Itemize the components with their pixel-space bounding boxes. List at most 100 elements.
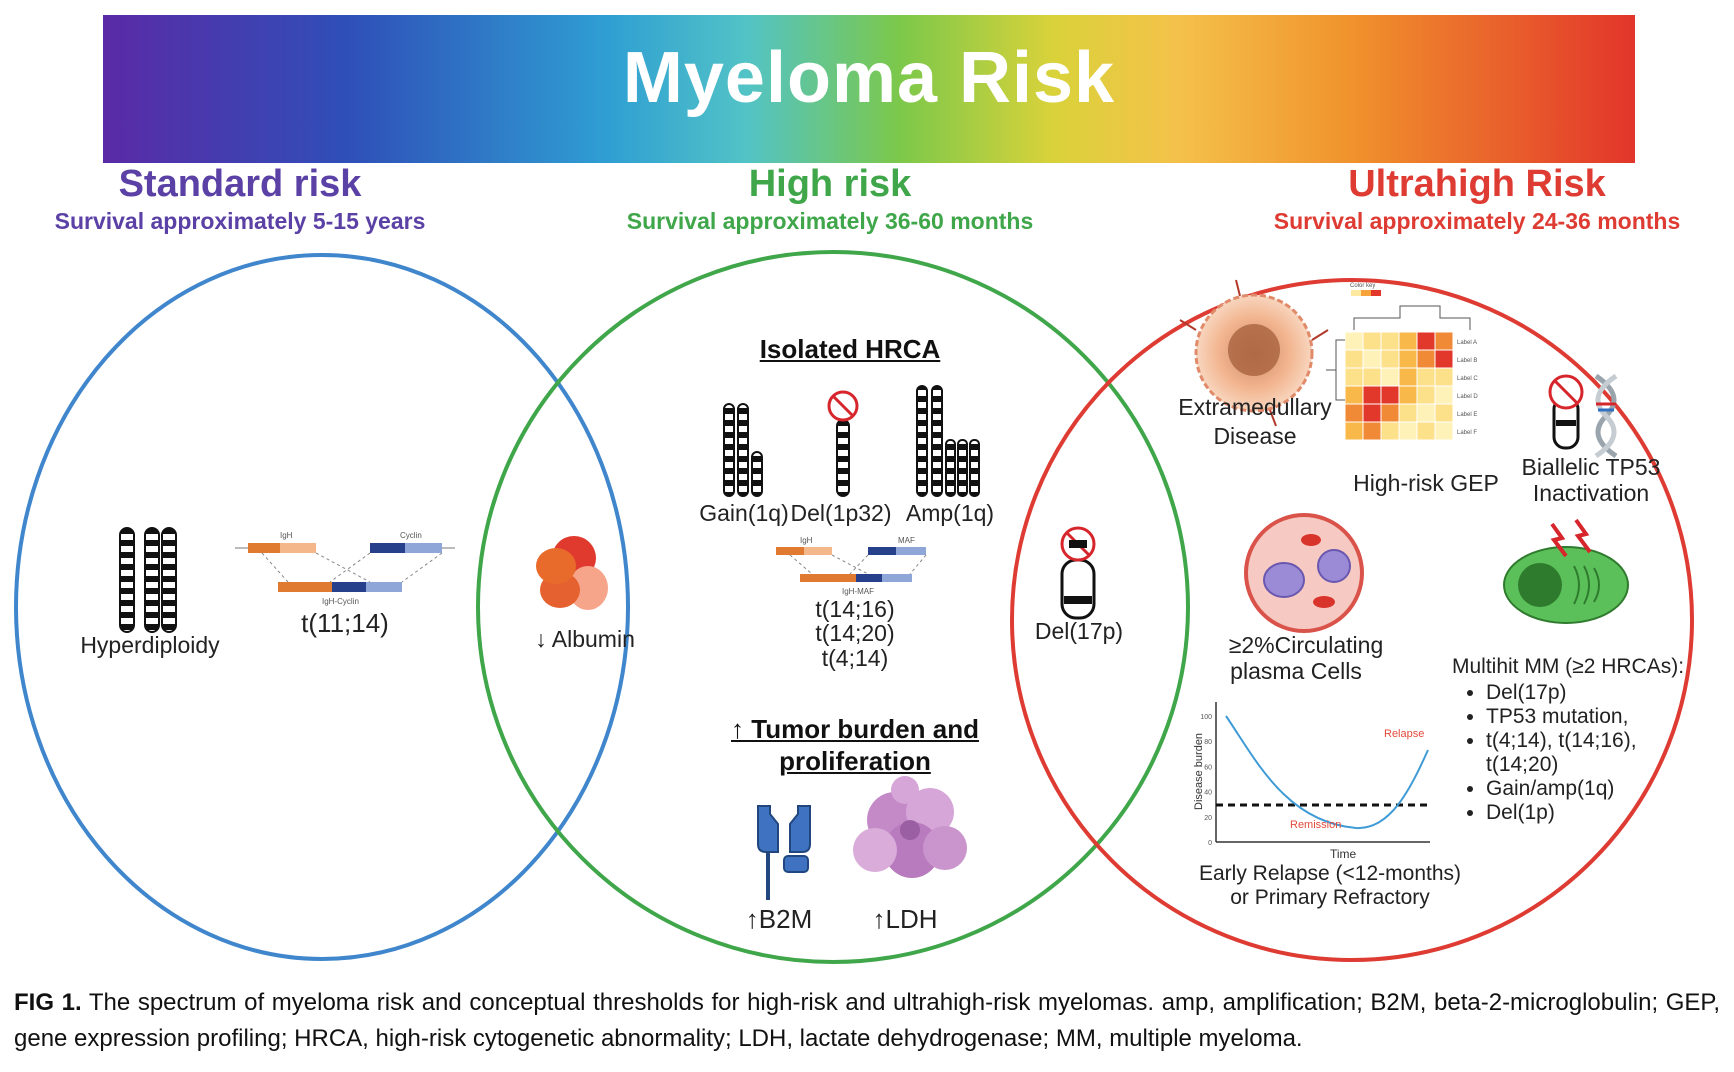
relapse-chart-ytick: 40 xyxy=(1204,790,1212,797)
multihit-list: Multihit MM (≥2 HRCAs): Del(17p) TP53 mu… xyxy=(1452,655,1684,825)
heatmap-row-label: Label C xyxy=(1457,376,1478,382)
multihit-title: Multihit MM (≥2 HRCAs): xyxy=(1452,655,1685,678)
hyperdiploidy-chromosomes-icon xyxy=(119,527,177,633)
t11-14-cyclin-label: Cyclin xyxy=(400,531,422,540)
heatmap-cell xyxy=(1434,421,1454,441)
heatmap-cell xyxy=(1416,421,1436,441)
igh-maf-fusion-icon: IgH MAF IgH-MAF xyxy=(776,536,927,596)
tp53-label-line2: Inactivation xyxy=(1532,480,1650,506)
circulating-label-line2: plasma Cells xyxy=(1230,658,1362,684)
high-risk-header: High risk Survival approximately 36-60 m… xyxy=(580,163,1080,235)
relapse-chart-remission-label: Remission xyxy=(1290,819,1341,831)
heatmap-row-label: Label B xyxy=(1457,358,1477,364)
del-17p-label: Del(17p) xyxy=(1034,618,1124,644)
heatmap-cell xyxy=(1398,367,1418,387)
multihit-item: t(4;14), t(14;16), xyxy=(1486,729,1684,753)
relapse-chart-relapse-label: Relapse xyxy=(1384,728,1424,740)
ultrahigh-risk-header: Ultrahigh Risk Survival approximately 24… xyxy=(1220,163,1734,235)
b2m-label: ↑B2M xyxy=(745,904,813,934)
heatmap-cell xyxy=(1434,403,1454,423)
multihit-item: TP53 mutation, xyxy=(1486,705,1684,729)
relapse-chart-ytick: 80 xyxy=(1204,739,1212,746)
del-17p-chromosome-icon xyxy=(1060,526,1096,620)
b2m-receptor-icon xyxy=(757,805,811,900)
standard-risk-header: Standard risk Survival approximately 5-1… xyxy=(0,163,480,235)
del-1p32-chromosome-icon xyxy=(827,390,859,497)
circulating-plasma-cells-icon xyxy=(1244,513,1364,633)
t11-14-fusion-icon: IgH Cyclin IgH-Cyclin xyxy=(235,531,455,606)
figure-caption: FIG 1. The spectrum of myeloma risk and … xyxy=(14,985,1720,1057)
multihit-cell-icon xyxy=(1503,518,1629,624)
biallelic-tp53-icon xyxy=(1548,373,1618,459)
ldh-cells-icon xyxy=(853,776,967,878)
relapse-chart-y-label: Disease burden xyxy=(1193,733,1205,810)
heatmap-cell xyxy=(1344,349,1364,369)
gep-label: High-risk GEP xyxy=(1353,470,1499,496)
ldh-label: ↑LDH xyxy=(872,904,938,934)
title-banner: Myeloma Risk xyxy=(103,15,1635,163)
heatmap-cell xyxy=(1416,331,1436,351)
ultrahigh-risk-circle xyxy=(1010,278,1694,962)
ultrahigh-risk-survival: Survival approximately 24-36 months xyxy=(1273,208,1681,234)
relapse-chart-ytick: 60 xyxy=(1204,764,1212,771)
heatmap-cell xyxy=(1416,403,1436,423)
igh-maf-igh-label: IgH xyxy=(800,536,813,545)
t14-20-label: t(14;20) xyxy=(815,620,895,646)
hyperdiploidy-label: Hyperdiploidy xyxy=(80,632,220,658)
multihit-item: Gain/amp(1q) xyxy=(1486,777,1684,801)
heatmap-cell xyxy=(1380,421,1400,441)
t11-14-label: t(11;14) xyxy=(301,608,389,638)
extramedullary-disease-icon xyxy=(1179,279,1329,427)
caption-label: FIG 1. xyxy=(14,989,82,1016)
banner-title: Myeloma Risk xyxy=(622,38,1116,118)
heatmap-cell xyxy=(1380,367,1400,387)
heatmap-cell xyxy=(1344,367,1364,387)
relapse-chart-x-label: Time xyxy=(1330,847,1357,861)
albumin-label: ↓ Albumin xyxy=(535,626,635,652)
t14-16-label: t(14;16) xyxy=(815,596,895,622)
standard-risk-circle xyxy=(14,253,630,961)
heatmap-cell xyxy=(1362,385,1382,405)
heatmap-cell xyxy=(1362,331,1382,351)
tumor-burden-title-line1: ↑ Tumor burden and xyxy=(731,714,979,744)
heatmap-color-key-label: Color key xyxy=(1350,283,1375,289)
relapse-chart-ytick: 100 xyxy=(1200,714,1212,721)
t11-14-igh-label: IgH xyxy=(280,531,293,540)
tp53-label-line1: Biallelic TP53 xyxy=(1521,454,1661,480)
tumor-burden-title-line2: proliferation xyxy=(779,746,931,776)
relapse-chart-ytick: 0 xyxy=(1208,840,1212,847)
high-risk-heading: High risk xyxy=(748,163,912,205)
multihit-item: Del(1p) xyxy=(1486,801,1684,825)
heatmap-cell xyxy=(1362,403,1382,423)
heatmap-cell xyxy=(1380,331,1400,351)
gain-1q-chromosomes-icon xyxy=(723,403,763,497)
heatmap-row-label: Label F xyxy=(1457,430,1477,436)
albumin-icon xyxy=(536,536,608,610)
heatmap-cell xyxy=(1434,349,1454,369)
heatmap-cell xyxy=(1344,403,1364,423)
t4-14-label: t(4;14) xyxy=(821,645,889,671)
ultrahigh-risk-heading: Ultrahigh Risk xyxy=(1348,163,1606,205)
heatmap-row-label: Label E xyxy=(1457,412,1477,418)
heatmap-cell xyxy=(1398,331,1418,351)
multihit-item: t(14;20) xyxy=(1486,753,1559,776)
standard-risk-heading: Standard risk xyxy=(118,163,362,205)
heatmap-cell xyxy=(1398,403,1418,423)
early-relapse-label-line1: Early Relapse (<12-months) xyxy=(1198,862,1462,885)
multihit-item: Del(17p) xyxy=(1486,681,1684,705)
heatmap-cell xyxy=(1344,385,1364,405)
caption-text: The spectrum of myeloma risk and concept… xyxy=(14,989,1721,1052)
t11-14-fusion-label: IgH-Cyclin xyxy=(322,597,359,606)
standard-risk-survival: Survival approximately 5-15 years xyxy=(54,208,426,234)
heatmap-cell xyxy=(1344,331,1364,351)
heatmap-cell xyxy=(1398,385,1418,405)
heatmap-row-label: Label D xyxy=(1457,394,1478,400)
heatmap-cell xyxy=(1380,403,1400,423)
heatmap-cell xyxy=(1434,331,1454,351)
heatmap-cell xyxy=(1362,367,1382,387)
amp-1q-label: Amp(1q) xyxy=(905,500,995,526)
heatmap-cell xyxy=(1416,367,1436,387)
early-relapse-label-line2: or Primary Refractory xyxy=(1230,886,1430,909)
